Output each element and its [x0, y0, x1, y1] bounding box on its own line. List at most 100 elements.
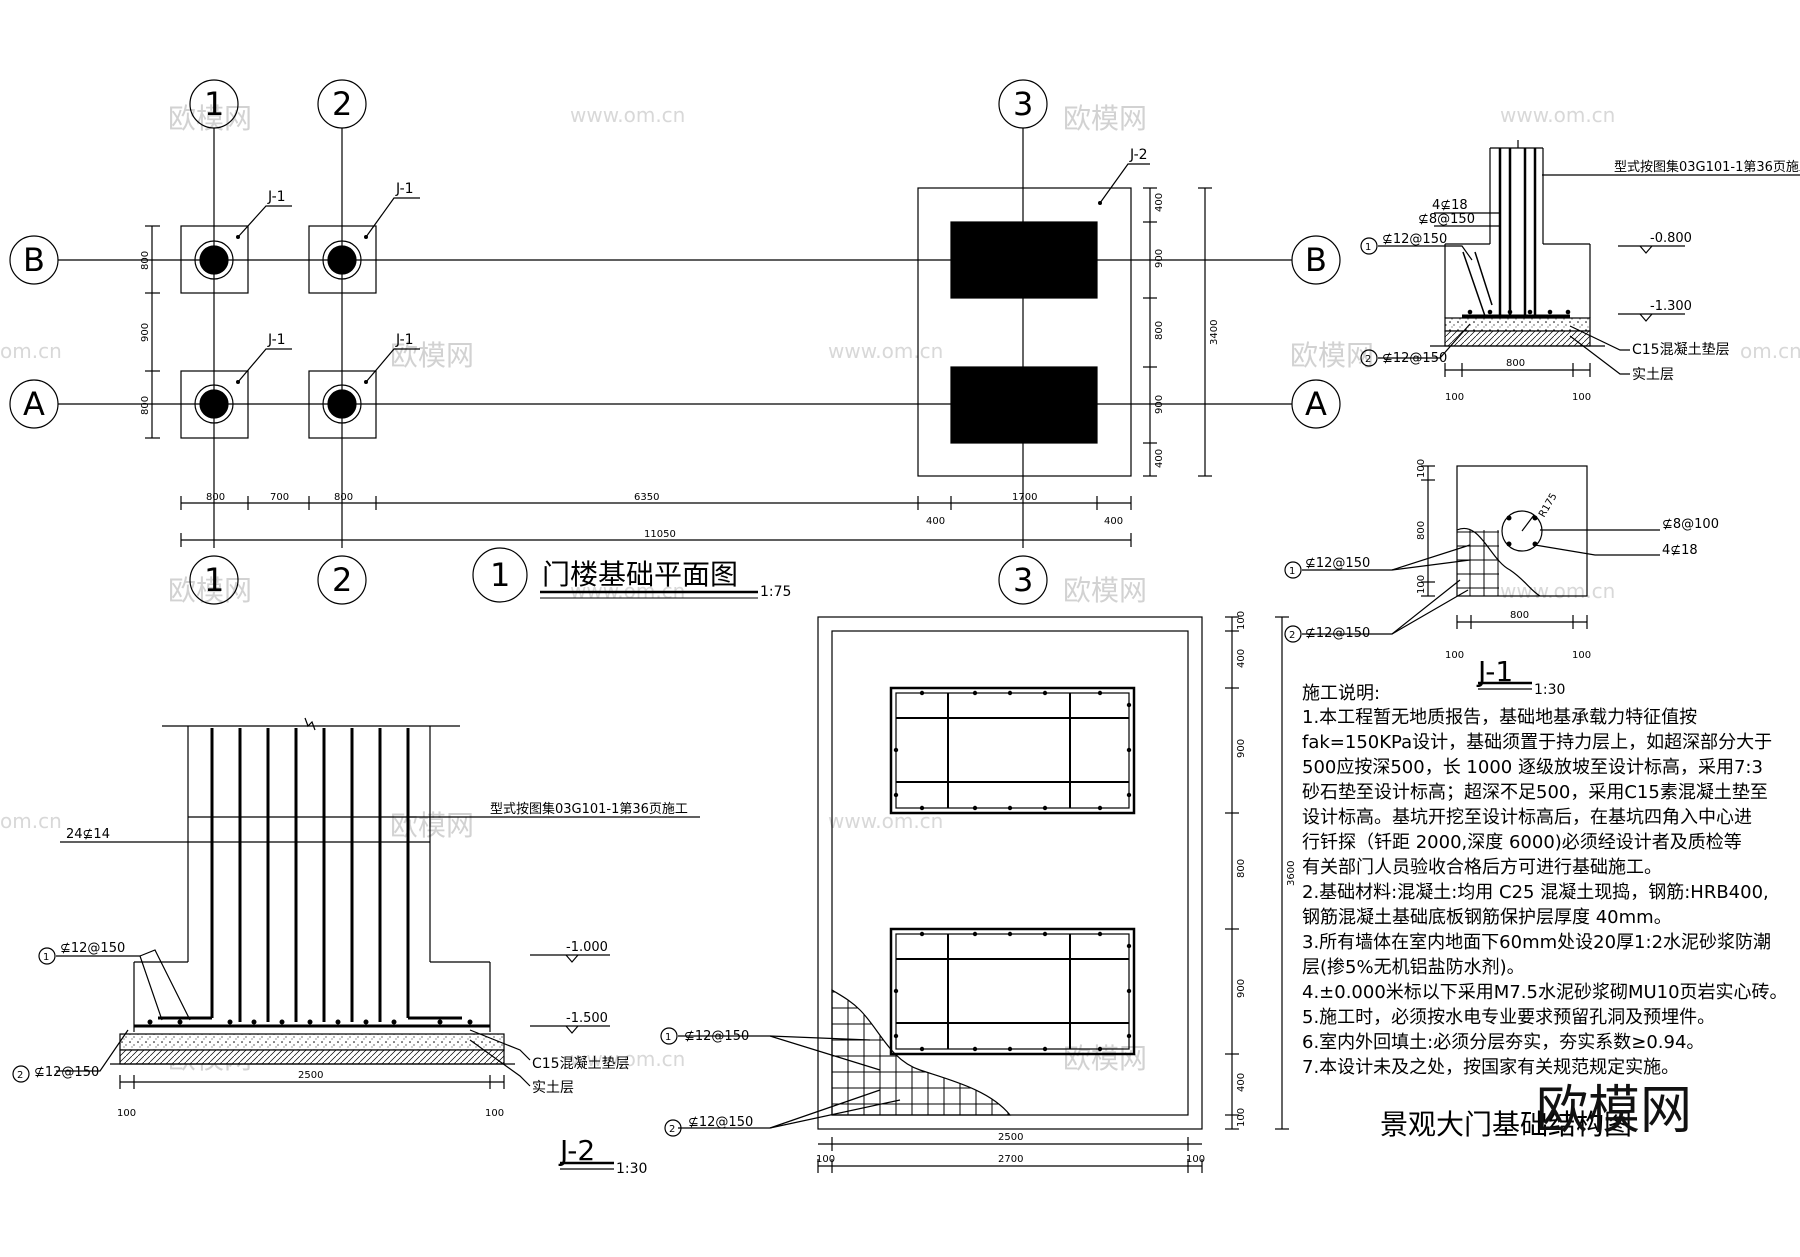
notes-line: 4.±0.000米标以下采用M7.5水泥砂浆砌MU10页岩实心砖。 — [1302, 982, 1788, 1003]
j2plan-rebar2: ⊈12@150 — [688, 1115, 753, 1130]
notes-line: 500应按深500，长 1000 逐级放坡至设计标高，采用7:3 — [1302, 757, 1763, 778]
notes-line: 砂石垫至设计标高；超深不足500，采用C15素混凝土垫至 — [1302, 782, 1768, 803]
j2plan-dim-v: 400 — [1236, 649, 1247, 668]
dim-total: 11050 — [644, 529, 676, 540]
watermark-url: www.om.cn — [828, 339, 943, 363]
watermark-url: www.om.cn — [570, 1047, 685, 1071]
dim-bottom: 400 — [926, 516, 945, 527]
j1-dim-l: 100 — [1445, 392, 1464, 403]
j2plan-dim-r: 100 — [1186, 1154, 1205, 1165]
marker-2: 2 — [1365, 354, 1371, 365]
dim-left: 800 — [140, 396, 151, 415]
footing-label: J-1 — [267, 332, 286, 348]
j1-plan-texts: R175 ⊈8@100 4⊈18 1 ⊈12@150 2 ⊈12@150 100… — [1289, 459, 1719, 698]
j2-elev1: -1.000 — [566, 940, 608, 955]
watermark-brand: 欧模网 — [390, 339, 474, 372]
j2-note: 型式按图集03G101-1第36页施工 — [490, 801, 688, 817]
watermark-brand: 欧模网 — [1290, 339, 1374, 372]
axis-label-2: 2 — [332, 561, 352, 599]
notes-line: 1.本工程暂无地质报告，基础地基承载力特征值按 — [1302, 707, 1697, 728]
marker-2: 2 — [1289, 630, 1295, 641]
axis-label-b: B — [23, 241, 45, 279]
j2plan-dim-v: 800 — [1236, 859, 1247, 878]
dim-right: 400 — [1154, 449, 1165, 468]
j2plan-dim-total-v: 3600 — [1286, 861, 1297, 886]
j2-section — [12, 717, 700, 1170]
dim-left: 800 — [140, 251, 151, 270]
j2-scale: 1:30 — [616, 1161, 647, 1177]
j2-elev2: -1.500 — [566, 1011, 608, 1026]
marker-1: 1 — [665, 1032, 671, 1043]
j1-plan-dim-v: 100 — [1416, 575, 1427, 594]
j2-plan-dots — [893, 690, 1132, 1052]
j2plan-dim-v: 100 — [1236, 1108, 1247, 1127]
j1-plan — [1284, 465, 1660, 690]
dim-right: 400 — [1154, 193, 1165, 212]
notes-line: 6.室内外回填土:必须分层夯实，夯实系数≥0.94。 — [1302, 1032, 1704, 1053]
dim-bottom: 800 — [334, 492, 353, 503]
j1-title: J-1 — [1476, 655, 1513, 688]
notes-line: 行钎探（钎距 2000,深度 6000)必须经设计者及质检等 — [1302, 832, 1742, 853]
j1-layer1: C15混凝土垫层 — [1632, 342, 1730, 358]
marker-2: 2 — [669, 1124, 675, 1135]
j2-rebar: 24⊈14 — [66, 827, 110, 842]
watermark-brand: 欧模网 — [390, 809, 474, 842]
marker-1: 1 — [43, 952, 49, 963]
j1-plan-stirrup: ⊈8@100 — [1662, 517, 1719, 532]
j2-rebar2: ⊈12@150 — [34, 1065, 99, 1080]
j1-dim-r: 100 — [1572, 392, 1591, 403]
watermark-brand: 欧模网 — [1063, 574, 1147, 607]
j2plan-dim-l: 100 — [816, 1154, 835, 1165]
j1-plan-rebar: 4⊈18 — [1662, 543, 1698, 558]
marker-1: 1 — [1289, 566, 1295, 577]
notes-line: 钢筋混凝土基础底板钢筋保护层厚度 40mm。 — [1302, 907, 1672, 928]
axis-label-1: 1 — [204, 85, 224, 123]
dim-right: 900 — [1154, 249, 1165, 268]
notes-line: 3.所有墙体在室内地面下60mm处设20厚1:2水泥砂浆防潮 — [1302, 932, 1771, 953]
j1-rebar1: ⊈12@150 — [1382, 232, 1447, 247]
watermark-url: om.cn — [1740, 339, 1800, 363]
dim-bottom: 400 — [1104, 516, 1123, 527]
notes-line: 5.施工时，必须按水电专业要求预留孔洞及预埋件。 — [1302, 1007, 1715, 1028]
axis-label-b: B — [1305, 241, 1327, 279]
notes-line: 2.基础材料:混凝土:均用 C25 混凝土现捣，钢筋:HRB400, — [1302, 882, 1769, 903]
j1-stirrup: ⊈8@150 — [1418, 212, 1475, 227]
j2plan-dim-v: 100 — [1236, 611, 1247, 630]
marker-2: 2 — [17, 1070, 23, 1081]
footing-label: J-1 — [267, 189, 286, 205]
j2plan-dim-w: 2500 — [998, 1132, 1023, 1143]
dim-right: 800 — [1154, 321, 1165, 340]
j2-plan-texts: 1 ⊈12@150 2 ⊈12@150 100 400 900 800 900 … — [665, 611, 1297, 1165]
axis-label-3: 3 — [1013, 85, 1033, 123]
j2-section-texts: 型式按图集03G101-1第36页施工 24⊈14 1 ⊈12@150 2 ⊈1… — [17, 801, 688, 1177]
footing-label: J-1 — [395, 332, 414, 348]
axis-label-a: A — [23, 385, 45, 423]
foundation-plan — [9, 79, 1341, 605]
watermark-brand: 欧模网 — [1063, 102, 1147, 135]
footing-label: J-2 — [1129, 147, 1148, 163]
j2-layer2: 实土层 — [532, 1080, 574, 1096]
j2-rebar1: ⊈12@150 — [60, 941, 125, 956]
watermark-url: www.om.cn — [570, 103, 685, 127]
dim-left: 900 — [140, 323, 151, 342]
j2-layer1: C15混凝土垫层 — [532, 1056, 630, 1072]
j1-section — [1360, 140, 1800, 377]
j2-dim-l: 100 — [117, 1108, 136, 1119]
j1-elev2: -1.300 — [1650, 299, 1692, 314]
construction-notes: 施工说明: 1.本工程暂无地质报告，基础地基承载力特征值按 fak=150KPa… — [1302, 683, 1788, 1141]
brand-watermark: 欧模网 — [1536, 1081, 1692, 1141]
plan-title: 门楼基础平面图 — [542, 558, 738, 591]
j1-plan-rebar1: ⊈12@150 — [1305, 556, 1370, 571]
dim-bottom: 700 — [270, 492, 289, 503]
j1-plan-dim-r: 100 — [1572, 650, 1591, 661]
axis-label-a: A — [1305, 385, 1327, 423]
dim-bottom: 6350 — [634, 492, 659, 503]
j1-rebar2: ⊈12@150 — [1382, 351, 1447, 366]
watermark-url: om.cn — [0, 339, 62, 363]
j2-dim-w: 2500 — [298, 1070, 323, 1081]
notes-line: fak=150KPa设计，基础须置于持力层上，如超深部分大于 — [1302, 732, 1772, 753]
j2-title: J-2 — [558, 1134, 595, 1167]
drawing-title: 景观大门基础结构图 — [1380, 1108, 1632, 1141]
notes-line: 有关部门人员验收合格后方可进行基础施工。 — [1302, 857, 1662, 878]
watermark-url: www.om.cn — [1500, 103, 1615, 127]
